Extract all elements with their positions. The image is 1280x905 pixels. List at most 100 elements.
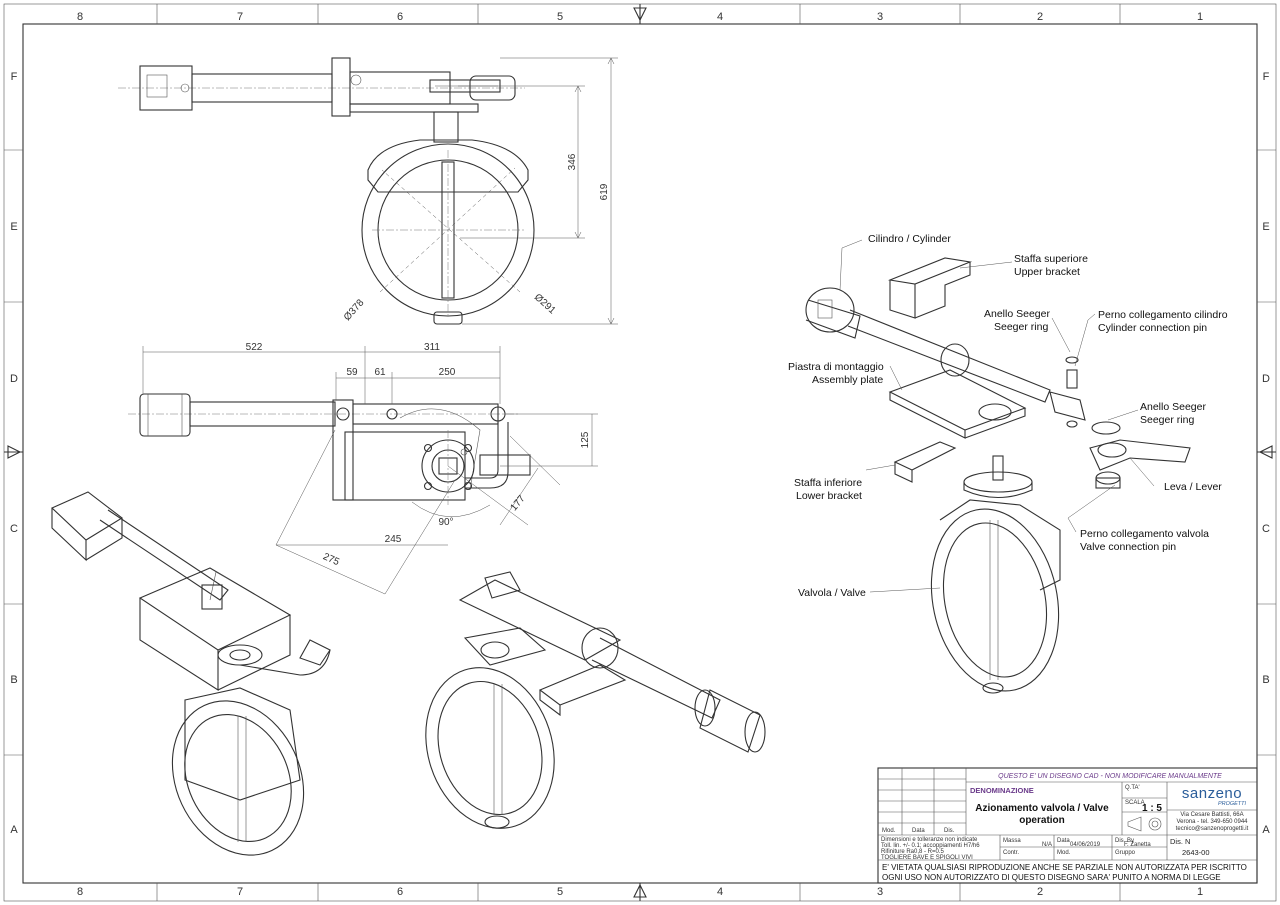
callout-upper-bracket: Staffa superiore xyxy=(1014,253,1088,265)
scale-label: SCALA xyxy=(1125,800,1145,806)
legal-notice: OGNI USO NON AUTORIZZATO DI QUESTO DISEG… xyxy=(882,873,1221,882)
dimension-label: 522 xyxy=(246,342,263,353)
top-view: 522 311 59 61 250 125 177 90° 245 275 xyxy=(128,342,598,595)
mod2-label: Mod. xyxy=(1057,850,1071,856)
dimension-label: 61 xyxy=(374,367,386,378)
callout-seeger-ring: Seeger ring xyxy=(994,321,1048,333)
tolerance-note: TOGLIERE BAVE E SPIGOLI VIVI xyxy=(881,855,973,861)
zone-row-label: E xyxy=(10,221,17,233)
dimension-label: 619 xyxy=(599,183,610,200)
legal-notice: E' VIETATA QUALSIASI RIPRODUZIONE ANCHE … xyxy=(882,863,1247,872)
date-label: Data xyxy=(1057,838,1070,844)
designer-value: F. Zanetta xyxy=(1124,842,1151,848)
zone-col-label: 1 xyxy=(1197,886,1203,898)
zone-col-label: 4 xyxy=(717,11,723,23)
company-logo: sanzeno xyxy=(1182,785,1242,802)
zone-col-label: 2 xyxy=(1037,886,1043,898)
company-address: Via Cesare Battisti, 66A xyxy=(1180,812,1243,818)
callout-lever: Leva / Lever xyxy=(1164,481,1222,493)
exploded-view xyxy=(805,239,1191,694)
dimension-label: 275 xyxy=(321,551,341,568)
rev-dis-label: Dis. xyxy=(944,828,955,834)
dimension-label: 177 xyxy=(509,493,528,513)
denominazione-label: DENOMINAZIONE xyxy=(970,786,1034,795)
callout-assembly-plate: Piastra di montaggio xyxy=(788,361,884,373)
zone-col-label: 6 xyxy=(397,886,403,898)
zone-col-label: 6 xyxy=(397,11,403,23)
zone-col-label: 7 xyxy=(237,886,243,898)
drawing-number-label: Dis. N xyxy=(1170,837,1190,846)
front-view: 346 619 Ø378 Ø291 xyxy=(118,57,618,325)
callout-seeger-ring-2: Anello Seeger xyxy=(1140,401,1206,413)
callout-lower-bracket: Lower bracket xyxy=(796,490,862,502)
dimension-label: 311 xyxy=(424,342,440,353)
callout-upper-bracket: Upper bracket xyxy=(1014,266,1080,278)
callout-lower-bracket: Staffa inferiore xyxy=(794,477,862,489)
cad-notice: QUESTO E' UN DISEGNO CAD - NON MODIFICAR… xyxy=(998,773,1222,780)
zone-col-label: 3 xyxy=(877,886,883,898)
callout-cylinder-pin: Cylinder connection pin xyxy=(1098,322,1207,334)
isometric-view-left xyxy=(51,491,331,856)
dimension-label: 125 xyxy=(580,431,591,448)
dimension-label: 245 xyxy=(385,534,402,545)
callout-valve-pin: Perno collegamento valvola xyxy=(1080,528,1209,540)
zone-col-label: 2 xyxy=(1037,11,1043,23)
title-block: QUESTO E' UN DISEGNO CAD - NON MODIFICAR… xyxy=(877,767,1258,884)
callout-valve: Valvola / Valve xyxy=(798,587,866,599)
zone-col-label: 5 xyxy=(557,886,563,898)
tolerance-note: Rifiniture Ra0,8 - R=0.5 xyxy=(881,849,945,855)
sheet-frame: 8 7 6 5 4 3 2 1 8 7 6 5 4 3 2 1 F E D C … xyxy=(3,3,1277,902)
drawing-title: Azionamento valvola / Valve xyxy=(975,803,1109,814)
date-value: 04/06/2019 xyxy=(1070,842,1101,848)
dimension-label: Ø378 xyxy=(342,297,367,323)
callout-seeger-ring-2: Seeger ring xyxy=(1140,414,1194,426)
zone-row-label: C xyxy=(10,523,18,535)
dimension-label: 59 xyxy=(346,367,358,378)
company-logo-sub: PROGETTI xyxy=(1218,801,1247,807)
dimension-label: 346 xyxy=(567,153,578,170)
callout-valve-pin: Valve connection pin xyxy=(1080,541,1176,553)
zone-row-label: E xyxy=(1262,221,1269,233)
tolerance-note: Toll. lin. +/- 0.1; accoppiamenti H7/h6 xyxy=(881,843,980,849)
zone-col-label: 5 xyxy=(557,11,563,23)
dimension-label: 250 xyxy=(439,367,456,378)
zone-row-label: D xyxy=(10,373,18,385)
company-address: Verona - tel. 349-650 0944 xyxy=(1176,819,1248,825)
designer-label: Dis. By xyxy=(1115,838,1134,844)
massa-label: Massa xyxy=(1003,838,1021,844)
zone-col-label: 4 xyxy=(717,886,723,898)
rev-mod-label: Mod. xyxy=(882,828,896,834)
callout-cylinder-pin: Perno collegamento cilindro xyxy=(1098,309,1228,321)
drawing-number: 2643-00 xyxy=(1182,848,1210,857)
zone-row-label: F xyxy=(1263,71,1270,83)
zone-row-label: B xyxy=(1262,674,1269,686)
dimension-label: Ø291 xyxy=(532,292,558,317)
isometric-view-center xyxy=(425,571,766,829)
massa-value: N/A xyxy=(1042,842,1052,848)
company-email: tecnico@sanzenoprogetti.it xyxy=(1176,826,1249,832)
drawing-title: operation xyxy=(1019,815,1065,826)
zone-col-label: 8 xyxy=(77,11,83,23)
contr-label: Contr. xyxy=(1003,850,1019,856)
zone-col-label: 7 xyxy=(237,11,243,23)
callout-cylinder: Cilindro / Cylinder xyxy=(868,233,951,245)
gruppo-label: Gruppo xyxy=(1115,850,1136,856)
callout-seeger-ring: Anello Seeger xyxy=(984,308,1050,320)
qty-label: Q.TA' xyxy=(1125,785,1140,791)
zone-col-label: 1 xyxy=(1197,11,1203,23)
zone-col-label: 8 xyxy=(77,886,83,898)
scale-value: 1 : 5 xyxy=(1142,803,1162,814)
rev-data-label: Data xyxy=(912,828,925,834)
tolerance-note: Dimensioni e tolleranze non indicate xyxy=(881,837,978,843)
zone-col-label: 3 xyxy=(877,11,883,23)
zone-row-label: B xyxy=(10,674,17,686)
projection-symbol-icon xyxy=(1127,816,1162,832)
dimension-label: 90° xyxy=(438,517,453,528)
zone-row-label: A xyxy=(1262,824,1270,836)
zone-row-label: C xyxy=(1262,523,1270,535)
callout-assembly-plate: Assembly plate xyxy=(812,374,883,386)
zone-row-label: D xyxy=(1262,373,1270,385)
zone-row-label: F xyxy=(11,71,18,83)
zone-row-label: A xyxy=(10,824,18,836)
